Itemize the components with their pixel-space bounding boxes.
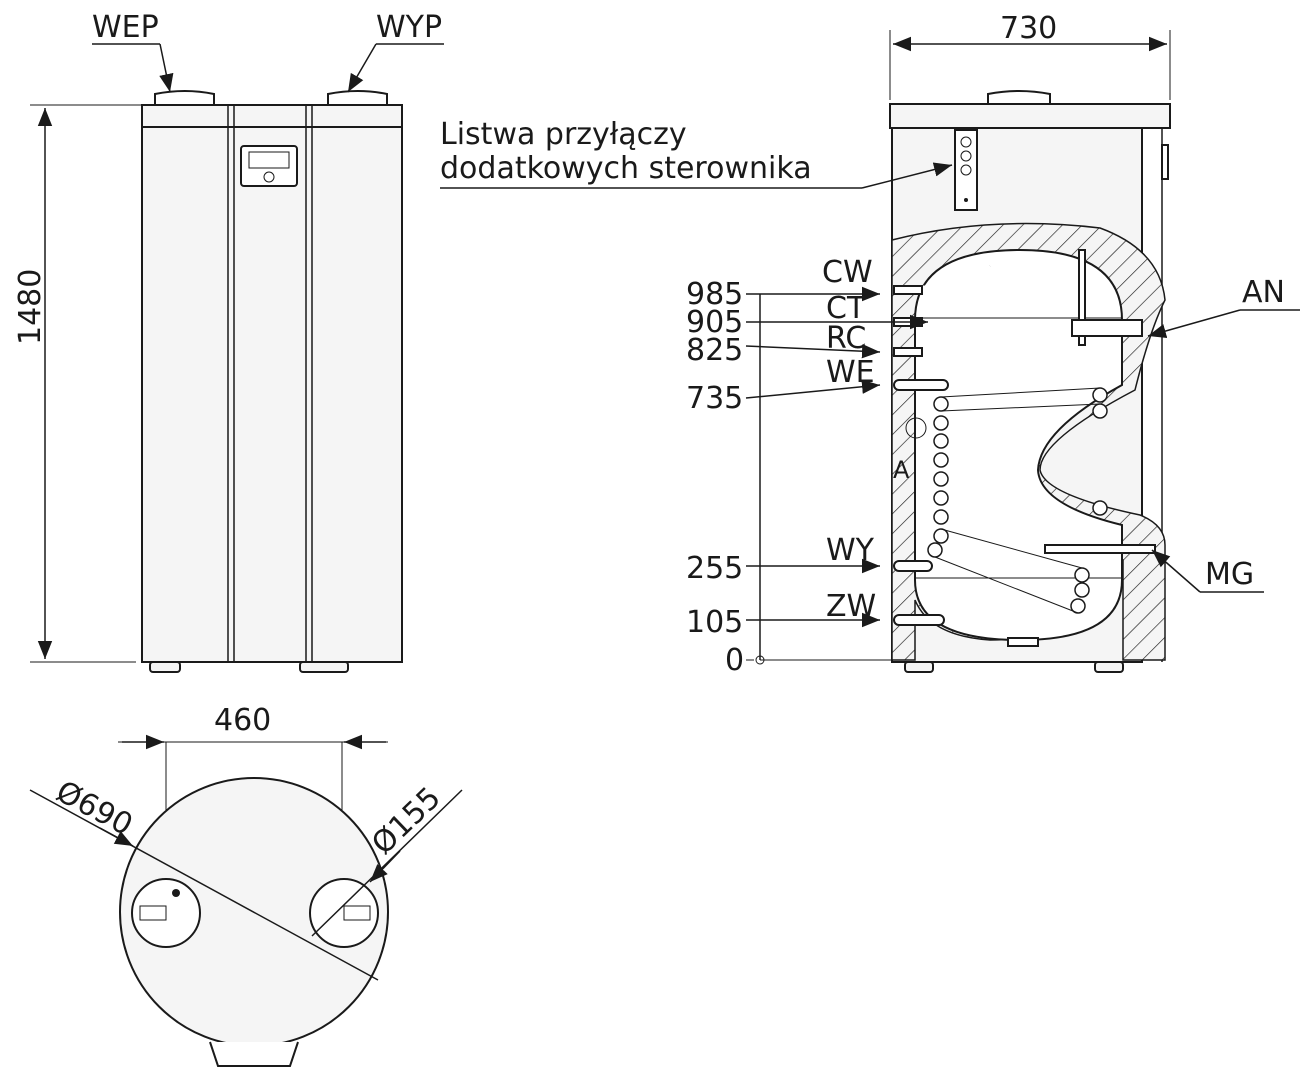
dim-255: 255: [686, 551, 743, 586]
diameter-body-label: Ø690: [50, 774, 138, 843]
code-rc: RC: [826, 321, 866, 356]
foot: [149, 661, 181, 673]
front-view: WEP WYP 1480: [13, 10, 444, 673]
dim-735: 735: [686, 381, 743, 416]
controller-display: [240, 145, 298, 187]
code-zw: ZW: [826, 589, 876, 624]
inlet-label: WEP: [92, 10, 159, 45]
foot: [299, 661, 349, 673]
top-view: 460 Ø690 Ø155: [29, 703, 463, 1067]
height-dimension: 1480: [13, 269, 48, 345]
dim-825: 825: [686, 333, 743, 368]
side-view: 730: [440, 11, 1300, 678]
dim-985: 985: [686, 277, 743, 312]
width-dimension: 730: [1000, 11, 1057, 46]
controller-note-line1: Listwa przyłączy: [440, 117, 687, 152]
code-wy: WY: [826, 533, 875, 568]
spacing-dimension: 460: [214, 703, 271, 738]
top-cover: [141, 104, 403, 128]
code-mg: MG: [1205, 557, 1254, 592]
cabinet: [141, 126, 403, 663]
diameter-duct-label: Ø155: [365, 780, 448, 861]
controller-strip: [954, 129, 978, 211]
dim-905: 905: [686, 305, 743, 340]
diameter-duct-line: [311, 789, 463, 937]
section-mark: A: [893, 456, 910, 484]
code-ct: CT: [826, 291, 866, 326]
dim-zero: 0: [725, 643, 744, 678]
diameter-body-line: [29, 789, 379, 981]
code-an: AN: [1242, 275, 1285, 310]
code-we: WE: [826, 355, 875, 390]
outlet-label: WYP: [376, 10, 442, 45]
controller-note-line2: dodatkowych sterownika: [440, 151, 812, 186]
heating-coil: [927, 387, 1108, 614]
inlet-duct: [154, 90, 215, 106]
side-top-cover: [889, 103, 1171, 129]
outlet-duct: [327, 90, 388, 106]
dim-105: 105: [686, 605, 743, 640]
code-cw: CW: [822, 255, 873, 290]
